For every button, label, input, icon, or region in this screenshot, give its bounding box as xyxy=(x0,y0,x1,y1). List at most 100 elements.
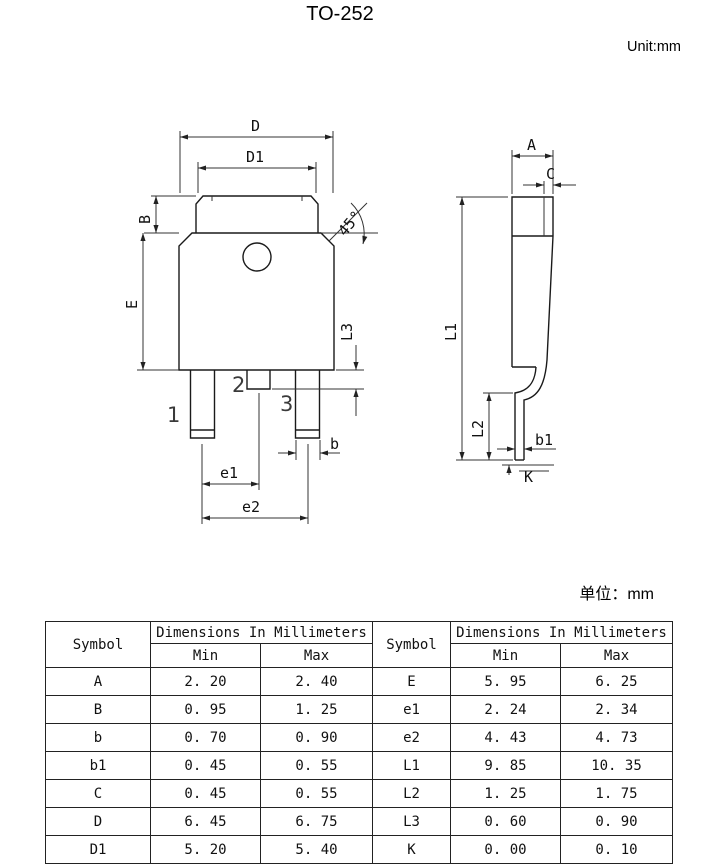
unit-label-chinese: 单位：mm xyxy=(579,586,654,603)
dim-e-height: E xyxy=(123,233,179,371)
dim-d-extension-lines xyxy=(179,131,334,193)
package-body-outline xyxy=(178,232,335,371)
table-row: B 0. 95 1. 25 e1 2. 24 2. 34 xyxy=(45,695,673,724)
dim-b1: b1 xyxy=(497,431,556,452)
max-cell: 5. 40 xyxy=(260,835,373,864)
dim-b-extension-lines xyxy=(144,195,196,234)
header-max-left: Max xyxy=(260,643,373,668)
symbol-cell: L3 xyxy=(372,807,451,836)
pin3-number: 3 xyxy=(280,392,293,416)
table-header-row-2: Min Max Min Max xyxy=(46,643,673,668)
dim-l1: L1 xyxy=(442,196,513,461)
table-header-row-1: Symbol Dimensions In Millimeters Symbol … xyxy=(45,621,673,668)
max-cell: 0. 10 xyxy=(560,835,673,864)
tab-notches xyxy=(211,196,303,201)
symbol-cell: L2 xyxy=(372,779,451,808)
max-cell: 10. 35 xyxy=(560,751,673,780)
symbol-cell: b1 xyxy=(45,751,151,780)
min-cell: 0. 00 xyxy=(450,835,561,864)
min-cell: 0. 60 xyxy=(450,807,561,836)
symbol-cell: A xyxy=(45,667,151,696)
front-view: 1 2 3 D D1 B xyxy=(123,117,378,524)
header-min-left: Min xyxy=(150,643,261,668)
max-cell: 0. 90 xyxy=(260,723,373,752)
unit-label: Unit:mm xyxy=(627,39,681,55)
symbol-cell: e2 xyxy=(372,723,451,752)
dim-d1-extension-lines xyxy=(197,162,317,193)
dim-label-b-height: B xyxy=(136,215,154,224)
side-body-outline xyxy=(511,196,554,368)
dim-d1: D1 xyxy=(197,148,317,193)
dim-d: D xyxy=(179,117,334,193)
dim-b-extension-lines2 xyxy=(295,440,321,460)
tab-outline xyxy=(195,195,319,233)
table-row: b1 0. 45 0. 55 L1 9. 85 10. 35 xyxy=(45,751,673,780)
max-cell: 0. 55 xyxy=(260,779,373,808)
dim-label-b1: b1 xyxy=(535,431,553,449)
dim-l3: L3 xyxy=(272,323,364,416)
lead-inner-curve xyxy=(514,366,537,460)
min-cell: 0. 70 xyxy=(150,723,261,752)
min-cell: 0. 45 xyxy=(150,779,261,808)
min-cell: 5. 95 xyxy=(450,667,561,696)
header-dimensions-right: Dimensions In Millimeters xyxy=(450,621,673,644)
dim-label-l2: L2 xyxy=(469,420,487,438)
dim-label-e1: e1 xyxy=(220,464,238,482)
mounting-hole xyxy=(242,242,272,272)
table-row: C 0. 45 0. 55 L2 1. 25 1. 75 xyxy=(45,779,673,808)
max-cell: 4. 73 xyxy=(560,723,673,752)
symbol-cell: b xyxy=(45,723,151,752)
min-cell: 6. 45 xyxy=(150,807,261,836)
min-cell: 5. 20 xyxy=(150,835,261,864)
min-cell: 1. 25 xyxy=(450,779,561,808)
pin1-number: 1 xyxy=(167,403,180,427)
angle-diagonal-line xyxy=(328,202,368,242)
angle-45-label: 45° xyxy=(334,207,365,239)
header-max-right: Max xyxy=(560,643,673,668)
header-min-right: Min xyxy=(450,643,561,668)
table-row: D1 5. 20 5. 40 K 0. 00 0. 10 xyxy=(45,835,673,864)
pin3-lead xyxy=(294,370,321,439)
dim-label-k: K xyxy=(524,468,533,486)
max-cell: 0. 55 xyxy=(260,751,373,780)
dimensions-table: Symbol Dimensions In Millimeters Symbol … xyxy=(45,621,673,864)
pin1-lead xyxy=(189,370,216,439)
max-cell: 1. 25 xyxy=(260,695,373,724)
lead-outer-curve xyxy=(523,359,548,460)
table-row: A 2. 20 2. 40 E 5. 95 6. 25 xyxy=(45,667,673,696)
header-symbol-left: Symbol xyxy=(45,621,151,668)
dim-label-d: D xyxy=(251,117,260,135)
symbol-cell: e1 xyxy=(372,695,451,724)
dim-e1: e1 xyxy=(201,393,309,524)
dim-label-e2: e2 xyxy=(242,498,260,516)
dim-label-b-width: b xyxy=(330,435,339,453)
pin2-stub xyxy=(246,370,271,390)
symbol-cell: E xyxy=(372,667,451,696)
side-view: A C L1 L2 xyxy=(442,136,576,486)
dim-b-height: B xyxy=(136,195,196,234)
min-cell: 0. 45 xyxy=(150,751,261,780)
side-outline xyxy=(511,196,554,461)
header-symbol-right: Symbol xyxy=(372,621,451,668)
angle-arc xyxy=(350,202,368,245)
min-cell: 2. 24 xyxy=(450,695,561,724)
max-cell: 6. 25 xyxy=(560,667,673,696)
dim-b-width: b xyxy=(278,435,340,460)
dim-label-l1: L1 xyxy=(442,323,460,341)
dim-label-e-height: E xyxy=(123,300,141,309)
table-row: D 6. 45 6. 75 L3 0. 60 0. 90 xyxy=(45,807,673,836)
symbol-cell: C xyxy=(45,779,151,808)
symbol-cell: K xyxy=(372,835,451,864)
package-outline xyxy=(178,195,335,439)
dim-label-a: A xyxy=(527,136,536,154)
package-outline-drawing: 1 2 3 D D1 B xyxy=(123,117,576,524)
page-title: TO-252 xyxy=(306,3,374,25)
min-cell: 2. 20 xyxy=(150,667,261,696)
max-cell: 1. 75 xyxy=(560,779,673,808)
chamfer-angle-callout: 45° xyxy=(321,202,378,245)
dim-l1-extension-lines xyxy=(456,196,513,461)
symbol-cell: B xyxy=(45,695,151,724)
max-cell: 6. 75 xyxy=(260,807,373,836)
max-cell: 2. 34 xyxy=(560,695,673,724)
